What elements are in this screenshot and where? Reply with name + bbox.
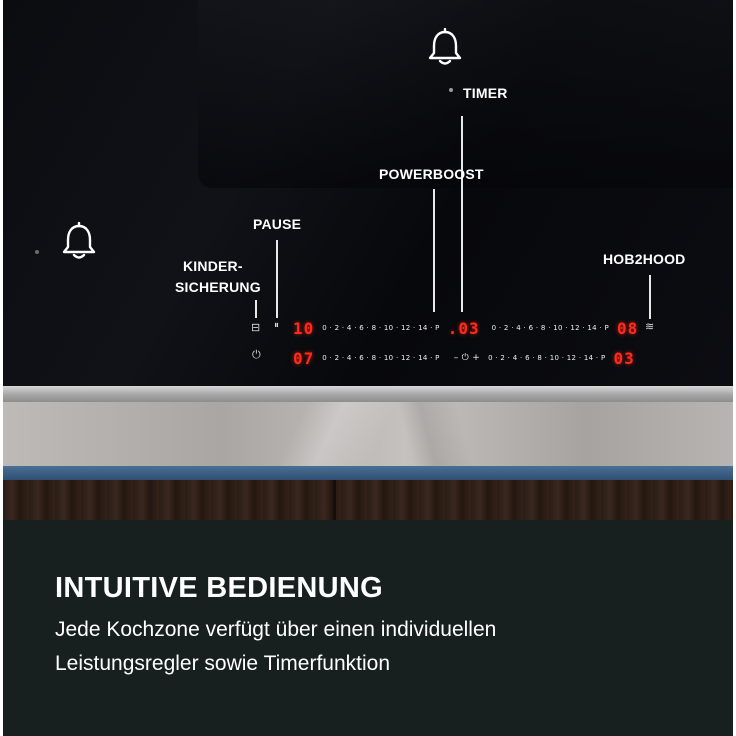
marble-countertop xyxy=(3,402,733,466)
display-row-1: 10 0 · 2 · 4 · 6 · 8 · 10 · 12 · 14 · P … xyxy=(293,318,639,338)
glass-reflection xyxy=(198,0,733,188)
zone3-level: 07 xyxy=(293,348,315,368)
steel-frame xyxy=(3,386,733,402)
zone2-slider[interactable]: 0 · 2 · 4 · 6 · 8 · 10 · 12 · 14 · P xyxy=(491,324,610,332)
wood-cabinet xyxy=(3,480,733,520)
zone1-slider[interactable]: 0 · 2 · 4 · 6 · 8 · 10 · 12 · 14 · P xyxy=(322,324,440,332)
timer-pointer xyxy=(461,116,463,312)
countertop-edge xyxy=(3,466,733,480)
pause-pointer xyxy=(276,240,278,318)
label-powerboost: POWERBOOST xyxy=(379,166,484,182)
display-row-2: 07 0 · 2 · 4 · 6 · 8 · 10 · 12 · 14 · P … xyxy=(293,348,635,368)
left-dot xyxy=(35,250,39,254)
hob2hood-icon[interactable]: ≋ xyxy=(645,321,655,333)
headline: INTUITIVE BEDIENUNG xyxy=(55,572,383,604)
pause-icon[interactable]: ⏸ xyxy=(274,320,279,331)
description-line-2: Leistungsregler sowie Timerfunktion xyxy=(55,652,390,675)
powerboost-pointer xyxy=(433,189,435,312)
label-timer: TIMER xyxy=(463,85,508,101)
bell-icon xyxy=(428,28,462,65)
child-lock-icon[interactable]: ⊟ xyxy=(251,322,261,334)
product-image: TIMER POWERBOOST PAUSE KINDER- SICHERUNG… xyxy=(3,0,733,736)
label-pause: PAUSE xyxy=(253,216,302,232)
timer-dot xyxy=(449,88,453,92)
bell-icon xyxy=(62,222,96,259)
cabinet-seam xyxy=(333,480,336,520)
text-panel xyxy=(3,520,733,736)
power-icon[interactable]: ⏻ xyxy=(252,349,261,361)
kindersicherung-pointer xyxy=(255,300,257,318)
hob2hood-pointer xyxy=(649,275,651,319)
description-line-1: Jede Kochzone verfügt über einen individ… xyxy=(55,618,497,641)
label-kindersicherung-1: KINDER- xyxy=(183,258,243,274)
timer-value: .03 xyxy=(447,318,480,338)
zone4-slider[interactable]: 0 · 2 · 4 · 6 · 8 · 10 · 12 · 14 · P xyxy=(488,354,606,362)
zone4-level: 03 xyxy=(613,348,635,368)
zone3-slider[interactable]: 0 · 2 · 4 · 6 · 8 · 10 · 12 · 14 · P xyxy=(322,354,440,362)
zone2-level: 08 xyxy=(617,318,639,338)
zone1-level: 10 xyxy=(293,318,315,338)
label-hob2hood: HOB2HOOD xyxy=(603,251,686,267)
label-kindersicherung-2: SICHERUNG xyxy=(175,279,261,295)
timer-controls[interactable]: – ⏻ + xyxy=(453,353,481,363)
